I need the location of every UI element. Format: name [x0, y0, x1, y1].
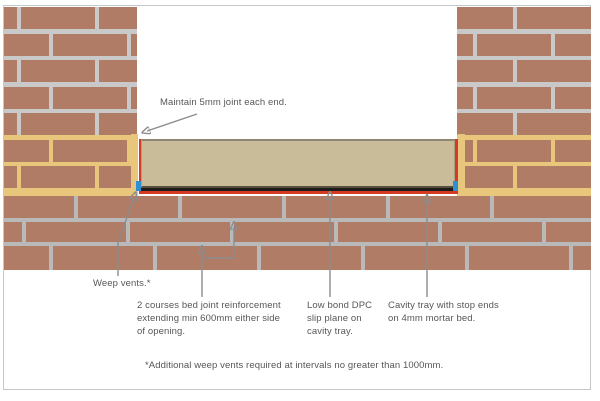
brick: [457, 7, 513, 29]
brick: [234, 222, 334, 242]
brick: [365, 246, 465, 270]
label-bed-joint-reinforcement: 2 courses bed joint reinforcement extend…: [137, 300, 281, 337]
brick: [53, 86, 127, 109]
brick: [131, 86, 137, 109]
brick: [4, 246, 49, 270]
brick: [457, 60, 513, 82]
brick: [99, 166, 137, 188]
brick: [457, 113, 513, 135]
label-maintain-joint: Maintain 5mm joint each end.: [160, 97, 287, 108]
brick: [53, 33, 127, 56]
label-dpc-slip-plane: Low bond DPC slip plane on cavity tray.: [307, 300, 373, 337]
brick: [21, 113, 95, 135]
brick: [457, 86, 473, 109]
brick: [21, 166, 95, 188]
brick: [157, 246, 257, 270]
brick: [4, 86, 49, 109]
brick: [261, 246, 361, 270]
brick: [4, 60, 17, 82]
weep-vent-right: [452, 181, 459, 191]
brick: [494, 196, 591, 218]
brick: [517, 60, 591, 82]
brick: [517, 166, 591, 188]
brick: [99, 113, 137, 135]
footnote-weep-vents: *Additional weep vents required at inter…: [145, 360, 444, 371]
brick: [477, 33, 551, 56]
brick: [477, 139, 551, 162]
brick: [457, 166, 513, 188]
brick: [442, 222, 542, 242]
brick: [131, 33, 137, 56]
brick: [469, 246, 569, 270]
lower-brick-wall: [4, 196, 591, 270]
brick: [99, 7, 137, 29]
brick: [4, 196, 74, 218]
brick: [21, 7, 95, 29]
brick: [555, 86, 591, 109]
brick: [4, 33, 49, 56]
label-cavity-tray: Cavity tray with stop ends on 4mm mortar…: [388, 300, 499, 324]
label-weep-vents: Weep vents.*: [93, 278, 151, 289]
brick: [4, 7, 17, 29]
concrete-lintel: [141, 139, 455, 188]
fresh-mortar-joint-left: [130, 134, 138, 196]
brick: [53, 246, 153, 270]
brick: [573, 246, 591, 270]
fresh-mortar-joint-right: [457, 134, 465, 196]
weep-vent-left: [135, 181, 141, 191]
brick: [477, 86, 551, 109]
brick: [390, 196, 490, 218]
brick: [457, 33, 473, 56]
cavity-tray-line: [138, 191, 458, 194]
brick: [546, 222, 591, 242]
brick: [555, 33, 591, 56]
brick: [4, 139, 49, 162]
brick: [517, 113, 591, 135]
brick: [78, 196, 178, 218]
brick: [4, 166, 17, 188]
brick: [53, 139, 127, 162]
brick: [4, 222, 22, 242]
left-brick-pier: [4, 7, 137, 196]
brick: [130, 222, 230, 242]
cavity-tray-stop-end-left: [138, 139, 141, 192]
brick: [26, 222, 126, 242]
cavity-tray-stop-end-right: [455, 139, 458, 192]
brick: [555, 139, 591, 162]
right-brick-pier: [457, 7, 591, 196]
brick: [517, 7, 591, 29]
brick: [21, 60, 95, 82]
brick: [182, 196, 282, 218]
brick: [286, 196, 386, 218]
wall-opening: [137, 7, 457, 139]
brick: [99, 60, 137, 82]
dpc-slip-plane-line: [141, 188, 455, 192]
brick: [4, 113, 17, 135]
brick: [338, 222, 438, 242]
